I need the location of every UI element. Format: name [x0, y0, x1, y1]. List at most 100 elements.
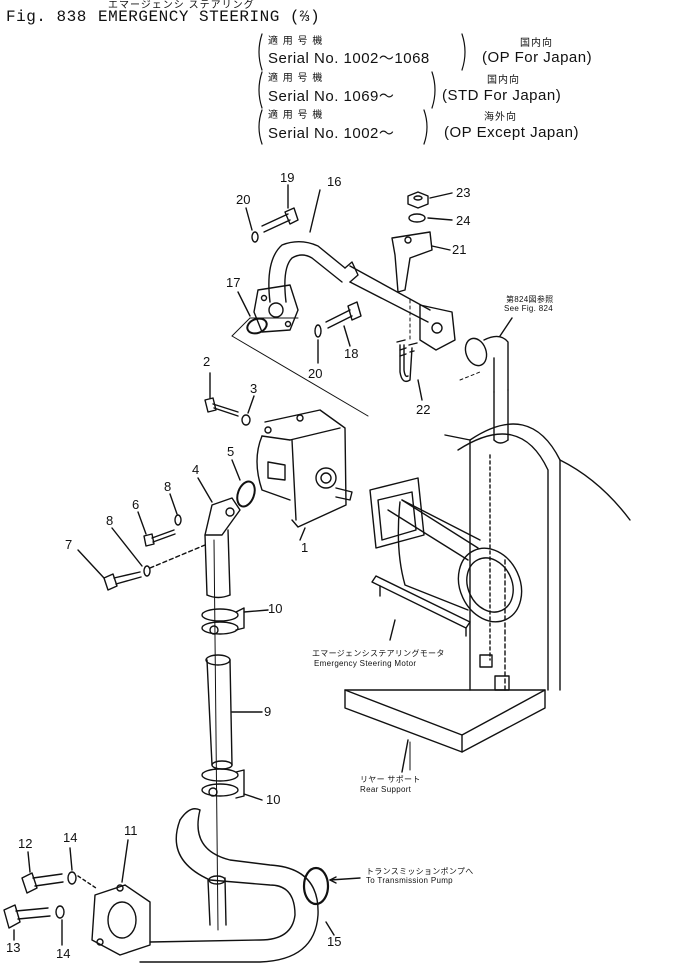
leader-15: [326, 922, 334, 935]
part-label-10-upper: 10: [268, 601, 283, 616]
elbow-fitting-4: [205, 498, 240, 598]
see-fig-824-jp: 第824図参照: [506, 295, 554, 304]
serial-row-1-jp-left: 適 用 号 機: [268, 36, 324, 47]
bracket-21: [392, 232, 432, 292]
part-label-3: 3: [250, 381, 258, 396]
part-label-18: 18: [344, 346, 359, 361]
leader-8-upper: [170, 494, 177, 514]
arrow-to-pump: [330, 878, 360, 880]
part-label-10-lower: 10: [266, 792, 281, 807]
connection-see-fig-824: [462, 335, 508, 443]
leader-11: [122, 840, 128, 882]
part-label-8-lower: 8: [106, 513, 114, 528]
leader-10-upper: [244, 610, 268, 612]
leader-6: [138, 512, 146, 534]
leader-23: [430, 193, 452, 198]
part-label-2: 2: [203, 354, 211, 369]
arrow-head: [330, 877, 336, 883]
part-label-5: 5: [227, 444, 235, 459]
serial-row-1-serial: Serial No. 1002～1068: [268, 50, 430, 67]
hose-9: [206, 655, 232, 769]
hydraulic-pump: [257, 410, 352, 527]
washer-14-lower: [56, 906, 64, 918]
leader-18: [344, 326, 350, 346]
bolt-12: [22, 873, 63, 893]
serial-row-2-desc: (STD For Japan): [442, 87, 562, 104]
washer-24: [409, 214, 425, 222]
part-label-13: 13: [6, 940, 21, 955]
washer-20-lower: [315, 325, 321, 337]
serial-row-2-serial: Serial No. 1069～: [268, 88, 395, 105]
part-label-21: 21: [452, 242, 467, 257]
leader-10-lower: [244, 794, 262, 800]
part-label-16: 16: [327, 174, 342, 189]
part-label-17: 17: [226, 275, 241, 290]
serial-row-3-serial: Serial No. 1002～: [268, 125, 395, 142]
hose-clamp-10-lower: [202, 769, 244, 798]
motor-label: Emergency Steering Motor: [314, 659, 417, 668]
part-label-20-lower: 20: [308, 366, 323, 381]
o-ring-5: [234, 479, 258, 509]
part-label-9: 9: [264, 704, 272, 719]
serial-row-2-jp-left: 適 用 号 機: [268, 73, 324, 84]
bolt-12-axis: [78, 876, 96, 888]
serial-row-1-jp-right: 国内向: [520, 38, 553, 49]
leader-3: [248, 396, 254, 413]
leader-support: [402, 740, 408, 772]
motor-label-jp: エマージェンシステアリングモータ: [312, 649, 445, 658]
rear-support-label-jp: リヤー サポート: [360, 775, 421, 784]
part-label-23: 23: [456, 185, 471, 200]
leader-24: [428, 218, 452, 220]
alignment-lines: [214, 300, 480, 930]
part-label-19: 19: [280, 170, 295, 185]
bolt-7: [104, 572, 141, 590]
part-label-6: 6: [132, 497, 140, 512]
serial-brackets: [259, 34, 465, 144]
hose-clamp-10-upper: [202, 608, 244, 634]
figure-number: Fig. 838: [6, 8, 87, 26]
leader-motor: [390, 620, 395, 640]
part-label-1: 1: [301, 540, 309, 555]
leader-8-lower: [112, 528, 142, 566]
leader-5: [232, 460, 240, 480]
part-label-4: 4: [192, 462, 200, 477]
part-label-20-upper: 20: [236, 192, 251, 207]
bolt-19: [262, 208, 298, 232]
title-japanese: エマージェンシ ステアリング: [108, 0, 255, 11]
part-label-7: 7: [65, 537, 73, 552]
leader-14-upper: [70, 848, 72, 870]
part-label-24: 24: [456, 213, 471, 228]
part-label-12: 12: [18, 836, 33, 851]
o-ring-17: [245, 316, 269, 336]
leader-see-fig: [500, 318, 512, 336]
part-label-14-lower: 14: [56, 946, 71, 961]
bolt-13: [4, 905, 50, 928]
rear-support-label: Rear Support: [360, 785, 412, 794]
see-fig-824: See Fig. 824: [504, 304, 553, 313]
serial-row-2-jp-right: 国内向: [487, 75, 520, 86]
leader-20-upper: [246, 208, 252, 230]
leader-16: [310, 190, 320, 232]
leader-1: [300, 528, 305, 540]
leader-22: [418, 380, 422, 400]
u-bolt-22: [397, 340, 417, 381]
nut-23: [408, 192, 428, 208]
bolt-2: [205, 398, 238, 416]
washer-14-upper: [68, 872, 76, 884]
leader-4: [198, 478, 212, 502]
pump-label: To Transmission Pump: [366, 876, 453, 885]
emergency-steering-motor: [370, 478, 533, 690]
bolt-18: [326, 302, 361, 328]
part-label-14-upper: 14: [63, 830, 78, 845]
leader-21: [432, 246, 450, 250]
washer-8-upper: [175, 515, 181, 525]
washer-20-upper: [252, 232, 258, 242]
part-label-22: 22: [416, 402, 431, 417]
bolt-6: [144, 530, 175, 546]
bolt-axis-line: [150, 545, 205, 568]
serial-row-3-desc: (OP Except Japan): [444, 124, 579, 141]
part-label-8-upper: 8: [164, 479, 172, 494]
serial-row-3-jp-left: 適 用 号 機: [268, 110, 324, 121]
leader-7: [78, 550, 104, 578]
